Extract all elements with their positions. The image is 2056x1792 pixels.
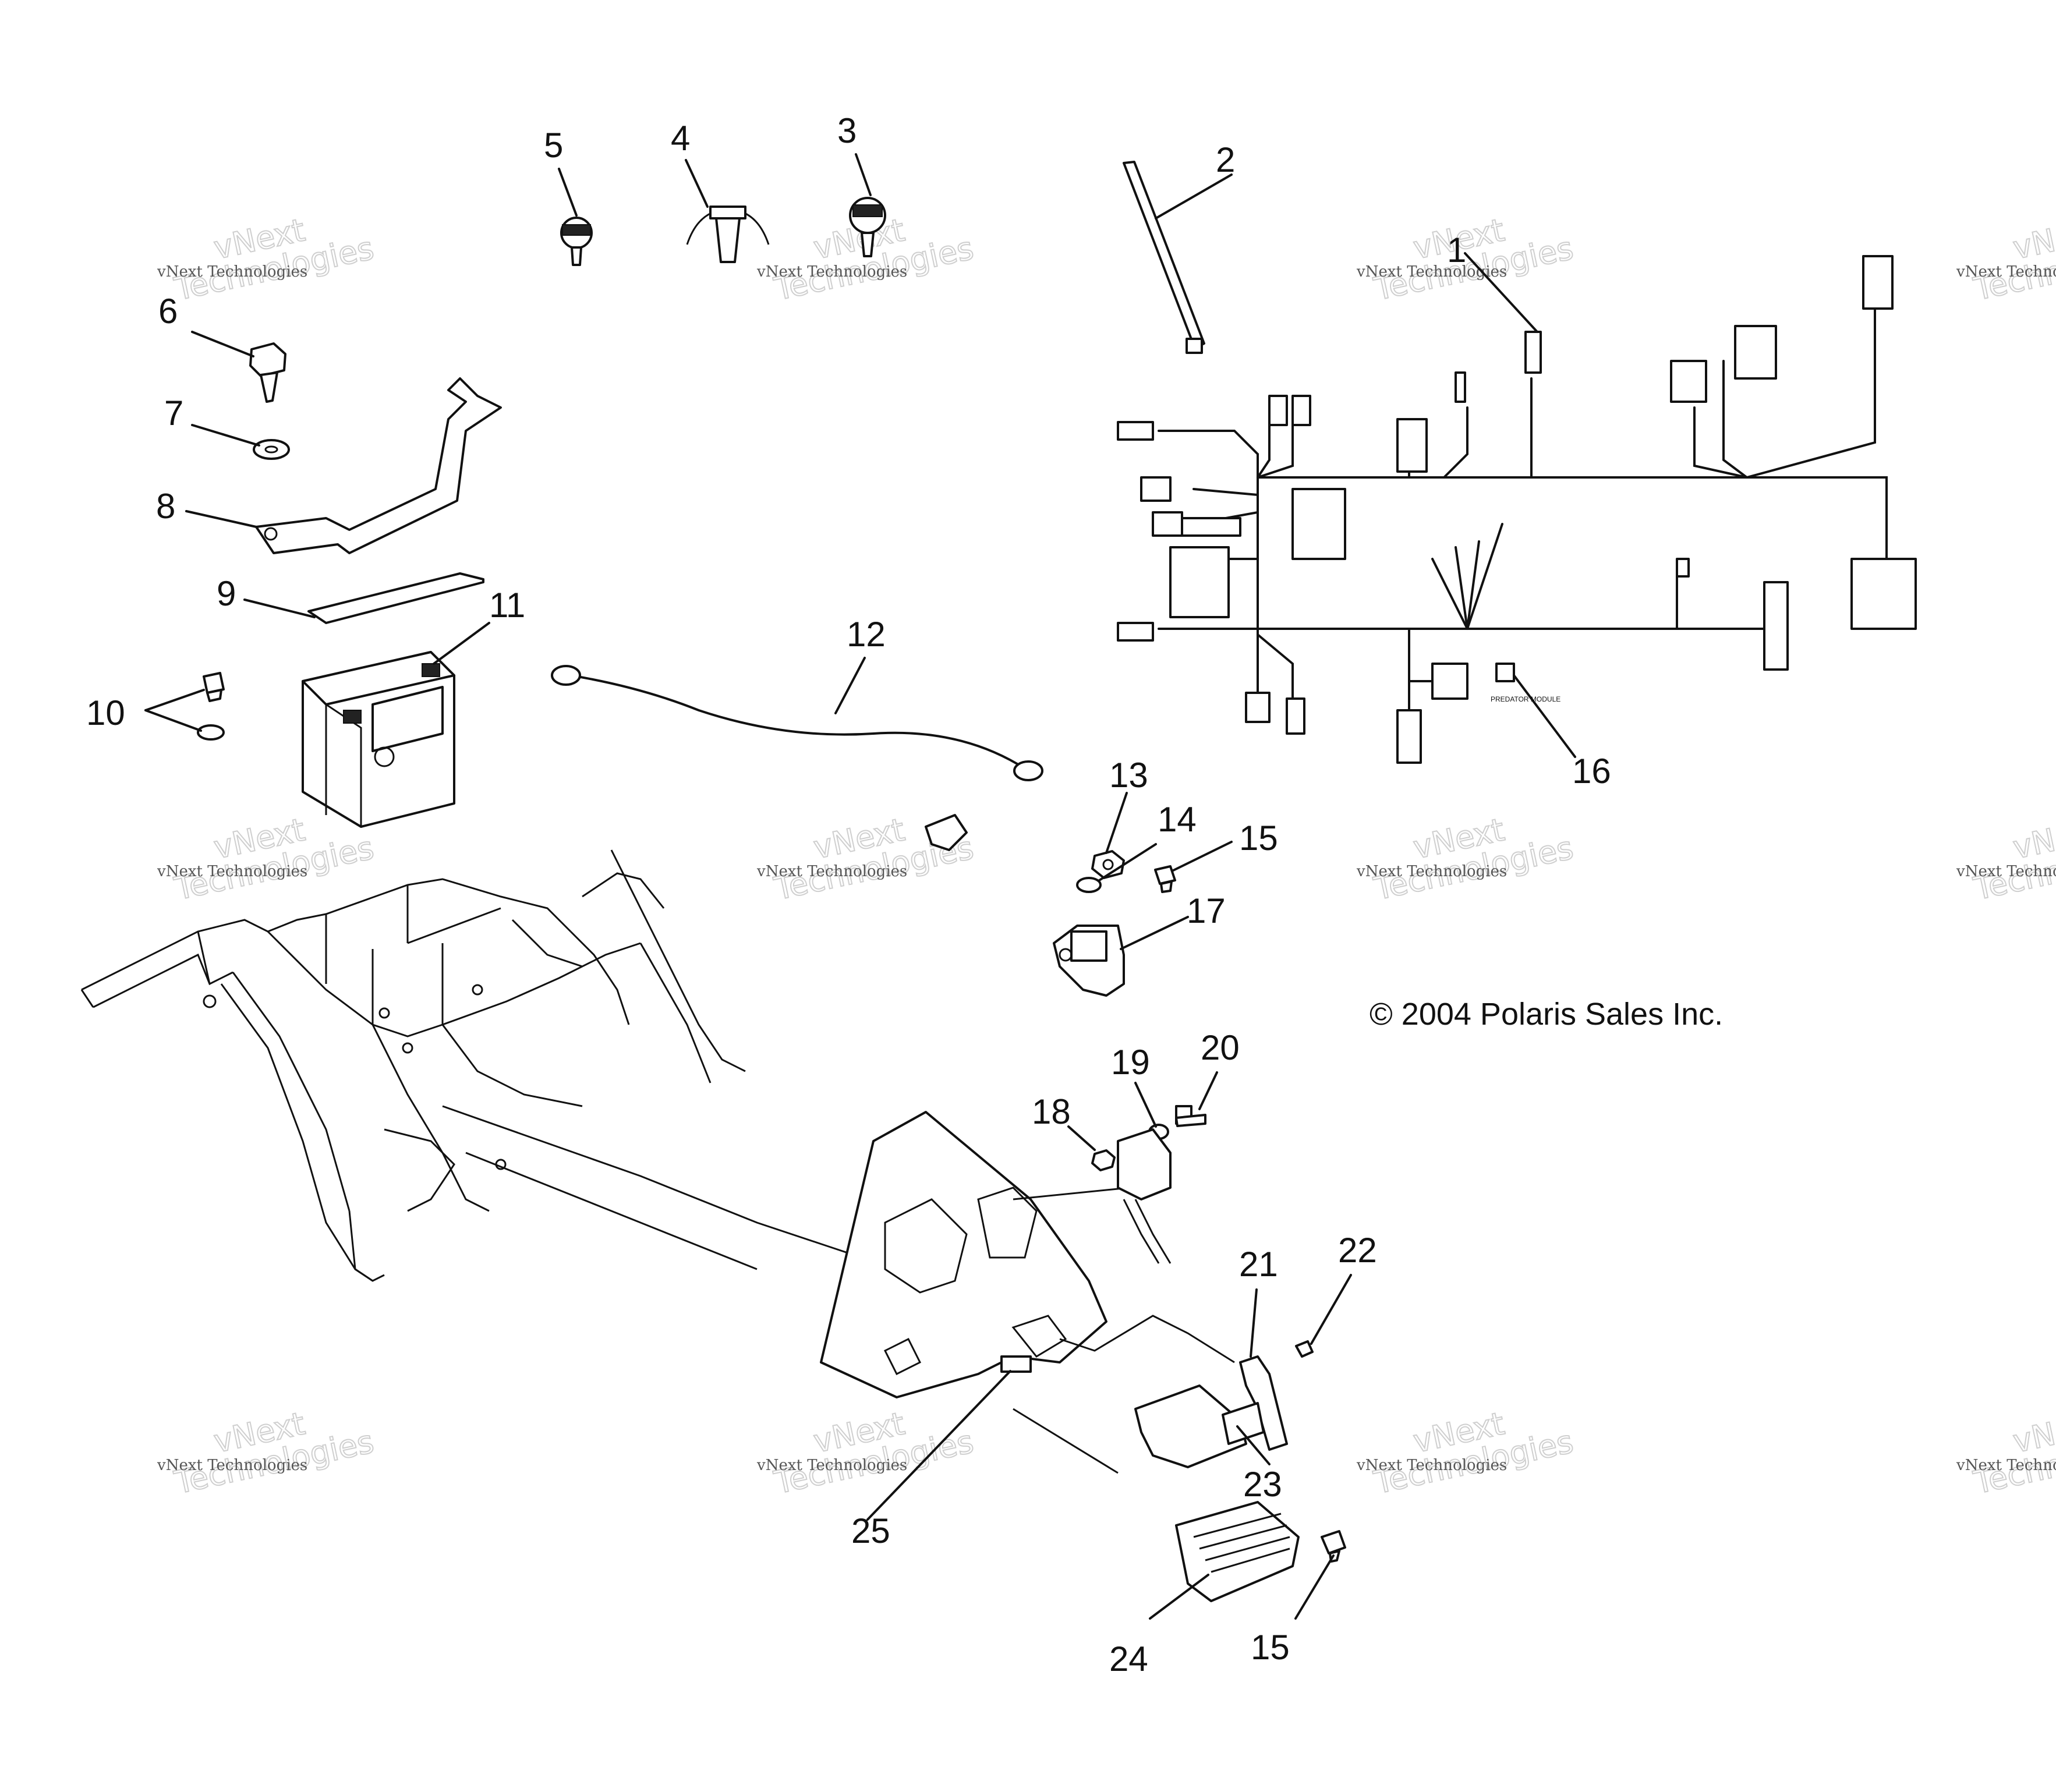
callout-15a: 15	[1239, 819, 1278, 858]
callout-6: 6	[158, 292, 178, 331]
part-cdi-module	[1134, 1384, 1247, 1468]
part-4-push-clip	[686, 206, 770, 263]
part-10-bolt-washer	[197, 672, 225, 741]
callout-12: 12	[847, 615, 886, 654]
svg-text:vNextTechnologies: vNextTechnologies	[1963, 798, 2056, 908]
callout-9: 9	[217, 574, 236, 613]
callout-5: 5	[544, 126, 563, 165]
callout-2: 2	[1216, 140, 1235, 179]
svg-text:vNext Technologies: vNext Technologies	[157, 263, 307, 281]
part-terminal-boot	[925, 814, 968, 851]
svg-text:vNextTechnologies: vNextTechnologies	[1364, 199, 1576, 308]
callout-22: 22	[1338, 1231, 1377, 1270]
part-20-bolt	[1175, 1105, 1206, 1127]
svg-text:vNext Technologies: vNext Technologies	[756, 1457, 907, 1474]
callout-21: 21	[1239, 1245, 1278, 1284]
callout-labels: 1 2 3 4 5 6 7 8 9 10 11 12 13 14 15 16 1…	[86, 111, 1611, 1678]
part-13-nut	[1091, 850, 1125, 879]
callout-1: 1	[1447, 231, 1466, 270]
part-2-cable-tie	[1123, 161, 1205, 354]
svg-text:vNext Technologies: vNext Technologies	[756, 263, 907, 281]
part-12-battery-cable	[551, 665, 1043, 781]
callout-7: 7	[164, 394, 183, 433]
part-18-nut	[1091, 1149, 1116, 1171]
part-16-module	[1495, 663, 1515, 682]
callout-18: 18	[1032, 1092, 1071, 1131]
callout-4: 4	[671, 119, 690, 158]
part-switch-assembly	[1117, 1128, 1172, 1264]
part-21-bracket	[1239, 1355, 1288, 1451]
part-23-pad	[1222, 1402, 1265, 1445]
callout-16: 16	[1572, 752, 1611, 791]
part-17-solenoid	[1053, 925, 1125, 997]
callout-11: 11	[489, 586, 525, 625]
svg-text:vNext Technologies: vNext Technologies	[756, 863, 907, 880]
part-15-screw-upper	[1154, 865, 1176, 893]
part-5-clamp	[560, 217, 593, 266]
part-9-pad	[307, 572, 484, 624]
callout-14: 14	[1158, 800, 1197, 839]
callout-3: 3	[837, 111, 857, 150]
callout-19: 19	[1111, 1043, 1150, 1082]
mounting-panel	[820, 1111, 1235, 1474]
svg-text:vNext Technologies: vNext Technologies	[1356, 263, 1507, 281]
frame-assembly	[80, 849, 897, 1282]
svg-text:vNextTechnologies: vNextTechnologies	[1364, 798, 1576, 908]
callout-25: 25	[851, 1511, 890, 1550]
svg-text:vNext Technologies: vNext Technologies	[1956, 263, 2056, 281]
svg-text:vNextTechnologies: vNextTechnologies	[164, 1392, 377, 1501]
callout-17: 17	[1187, 891, 1226, 930]
svg-text:vNext Technologies: vNext Technologies	[1356, 1457, 1507, 1474]
svg-text:vNext Technologies: vNext Technologies	[157, 1457, 307, 1474]
callout-15b: 15	[1251, 1628, 1290, 1667]
svg-text:vNextTechnologies: vNextTechnologies	[1963, 199, 2056, 308]
part-1-wire-harness	[1117, 255, 1917, 764]
svg-text:vNext Technologies: vNext Technologies	[1956, 1457, 2056, 1474]
copyright-notice: © 2004 Polaris Sales Inc.	[1370, 997, 1723, 1032]
callout-10: 10	[86, 693, 125, 732]
svg-text:vNext Technologies: vNext Technologies	[1356, 863, 1507, 880]
part-14-washer	[1076, 877, 1102, 893]
callout-13: 13	[1109, 756, 1148, 795]
svg-text:vNextTechnologies: vNextTechnologies	[1963, 1392, 2056, 1501]
svg-text:vNext Technologies: vNext Technologies	[1956, 863, 2056, 880]
svg-text:vNextTechnologies: vNextTechnologies	[764, 1392, 976, 1501]
svg-text:vNext Technologies: vNext Technologies	[157, 863, 307, 880]
part-22-screw	[1295, 1340, 1314, 1358]
svg-text:vNextTechnologies: vNextTechnologies	[1364, 1392, 1576, 1501]
part-7-washer	[253, 439, 290, 460]
leader-lines	[144, 153, 1576, 1620]
callout-20: 20	[1201, 1028, 1240, 1067]
callout-24: 24	[1109, 1639, 1148, 1678]
part-3-clamp	[849, 197, 886, 257]
part-11-battery	[302, 651, 455, 828]
callout-23: 23	[1243, 1465, 1282, 1504]
svg-text:vNextTechnologies: vNextTechnologies	[164, 199, 377, 308]
module-label: PREDATOR MODULE	[1491, 695, 1560, 703]
part-6-bolt	[249, 342, 286, 403]
callout-8: 8	[156, 487, 175, 526]
svg-text:vNextTechnologies: vNextTechnologies	[764, 798, 976, 908]
part-8-strap	[255, 377, 502, 554]
